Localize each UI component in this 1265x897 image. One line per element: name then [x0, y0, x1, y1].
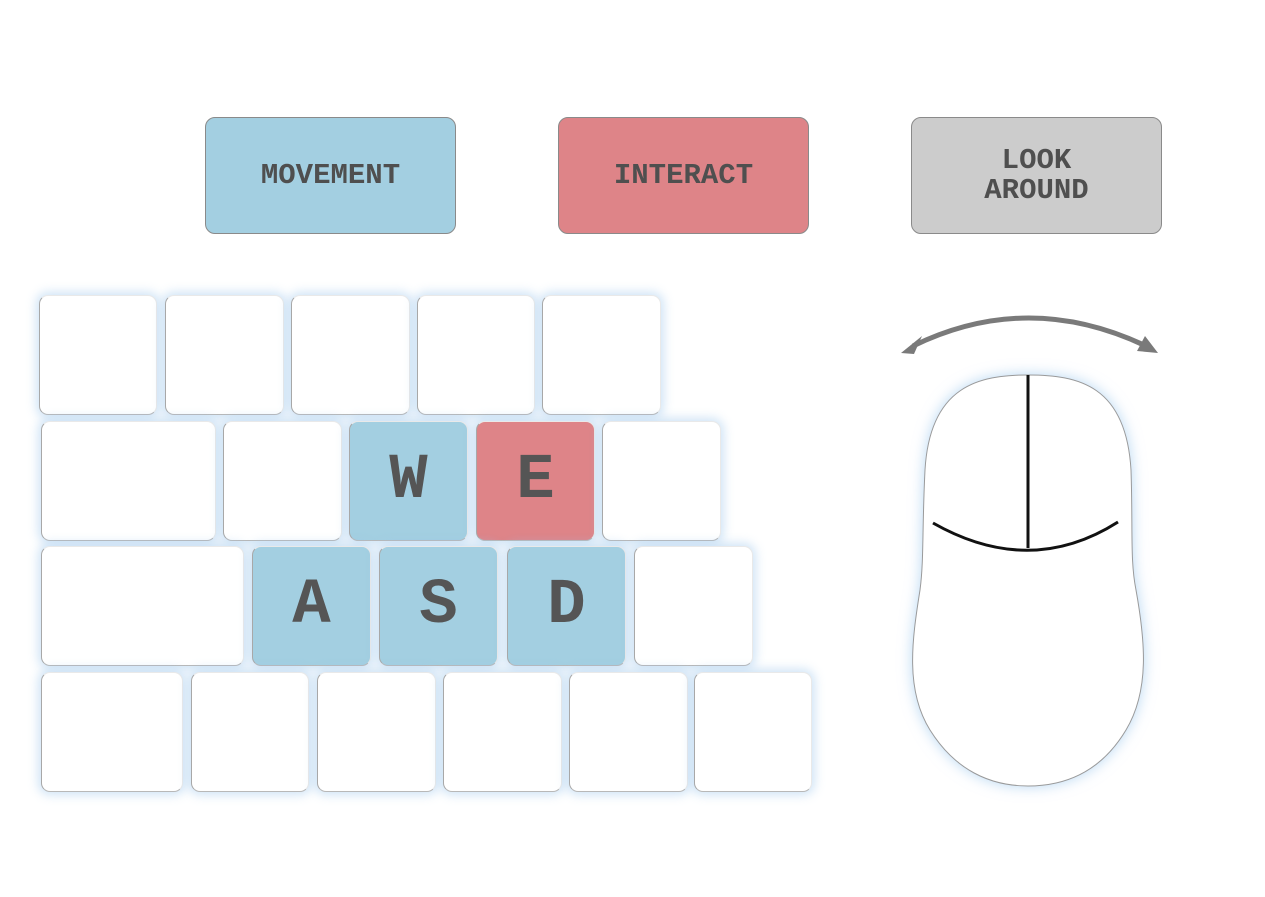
- keyboard-key-blank: [634, 546, 753, 666]
- keyboard-key-blank: [694, 672, 812, 792]
- key-w: W: [349, 421, 468, 541]
- keyboard-key-blank: [223, 421, 342, 541]
- key-w-label: W: [389, 445, 428, 517]
- keyboard-key-blank: [41, 546, 244, 666]
- movement-legend: MOVEMENT: [205, 117, 456, 234]
- mouse-diagram: [901, 315, 1158, 787]
- movement-label: MOVEMENT: [260, 158, 401, 192]
- key-a: A: [252, 546, 371, 666]
- keyboard-key-blank: [291, 295, 410, 415]
- key-d-label: D: [547, 570, 586, 642]
- key-e: E: [476, 421, 595, 541]
- keyboard-key-blank: [191, 672, 309, 792]
- keyboard-key-blank: [602, 421, 721, 541]
- look-around-legend: LOOK AROUND: [911, 117, 1162, 234]
- keyboard-key-blank: [165, 295, 284, 415]
- keyboard-key-blank: [443, 672, 562, 792]
- computer-mouse-icon: [912, 374, 1144, 787]
- key-d: D: [507, 546, 626, 666]
- keyboard-key-blank: [41, 672, 183, 792]
- keyboard-key-blank: [317, 672, 436, 792]
- keyboard-key-blank: [417, 295, 535, 415]
- key-s: S: [379, 546, 498, 666]
- keyboard-key-blank: [569, 672, 688, 792]
- key-e-label: E: [516, 445, 555, 517]
- keyboard-key-blank: [39, 295, 157, 415]
- look-around-label-line1: LOOK: [1001, 143, 1072, 177]
- look-around-label-line2: AROUND: [984, 173, 1089, 207]
- key-a-label: A: [292, 570, 331, 642]
- curved-double-arrow-icon: [901, 315, 1158, 354]
- keyboard-key-blank: [542, 295, 661, 415]
- interact-label: INTERACT: [613, 158, 754, 192]
- interact-legend: INTERACT: [558, 117, 809, 234]
- keyboard-key-blank: [41, 421, 216, 541]
- key-s-label: S: [419, 570, 458, 642]
